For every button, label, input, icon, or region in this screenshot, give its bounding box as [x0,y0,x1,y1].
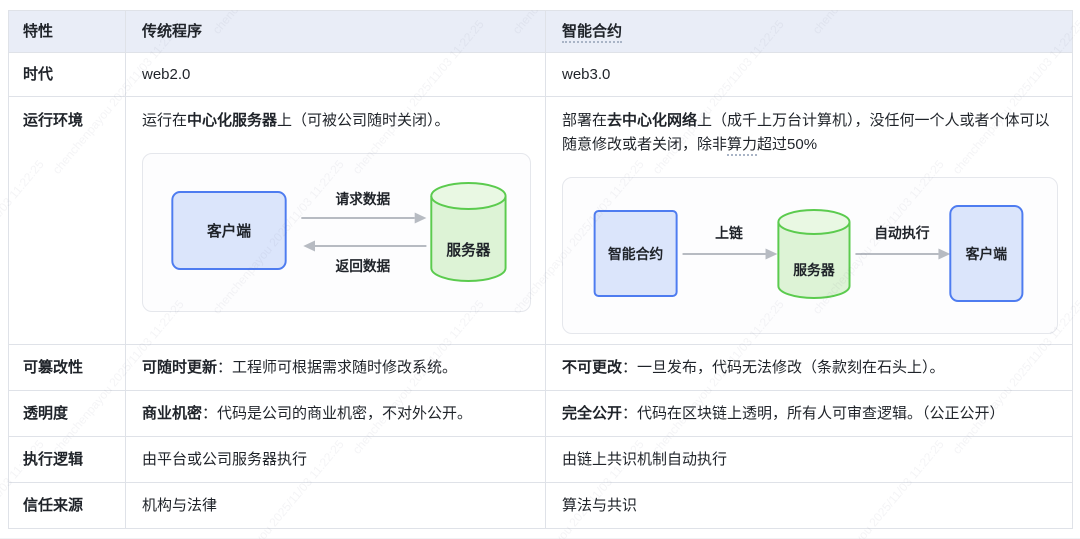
text: ：代码在区块链上透明，所有人可审查逻辑。（公正公开） [622,404,1005,422]
header-traditional: 传统程序 [125,10,546,53]
text: ：一旦发布，代码无法修改（条款刻在石头上）。 [622,358,945,376]
onchain-arrow-label: 上链 [715,225,743,241]
table-row: 执行逻辑 由平台或公司服务器执行 由链上共识机制自动执行 [8,436,1073,483]
row-label-transparency: 透明度 [8,390,126,437]
response-arrowhead-icon [303,240,315,252]
cell-era-traditional: web2.0 [125,52,546,97]
text: ：代码是公司的商业机密，不对外公开。 [202,404,473,422]
request-arrowhead-icon [414,212,427,224]
cell-execution-traditional: 由平台或公司服务器执行 [125,436,546,483]
client-node-label: 客户端 [965,246,1008,262]
table-row: 运行环境 运行在中心化服务器上（可被公司随时关闭）。 客户端 请求数据 返回数据 [8,96,1073,345]
smart-contract-node [593,210,678,297]
header-row: 特性 传统程序 智能合约 [8,10,1073,53]
server-cylinder-body [777,222,851,299]
table-row: 可篡改性 可随时更新：工程师可根据需求随时修改系统。 不可更改：一旦发布，代码无… [8,344,1073,391]
onchain-arrowhead-icon [765,248,778,260]
cell-environment-smart: 部署在去中心化网络上（成千上万台计算机），没任何一个人或者个体可以随意修改或者关… [545,96,1073,345]
bold-term: 去中心化网络 [607,112,698,129]
text: ：工程师可根据需求随时修改系统。 [217,358,458,376]
client-server-diagram: 客户端 请求数据 返回数据 服务器 [171,182,507,282]
document-page: 特性 传统程序 智能合约 时代 web2.0 web3.0 运行环境 运行在中心… [0,10,1080,539]
cell-transparency-traditional: 商业机密：代码是公司的商业机密，不对外公开。 [125,390,546,437]
server-node-label: 服务器 [446,241,491,259]
client-node [171,191,287,270]
row-label-mutability: 可篡改性 [8,344,126,391]
row-label-era: 时代 [8,52,126,97]
cell-execution-smart: 由链上共识机制自动执行 [545,436,1073,483]
server-cylinder-top [430,182,507,210]
bold-term: 可随时更新 [142,358,218,376]
cell-environment-traditional: 运行在中心化服务器上（可被公司随时关闭）。 客户端 请求数据 返回数据 服 [125,96,546,345]
client-node-label: 客户端 [207,222,251,240]
smart-contract-node-label: 智能合约 [608,246,663,262]
table-row: 透明度 商业机密：代码是公司的商业机密，不对外公开。 完全公开：代码在区块链上透… [8,390,1073,437]
client-node [949,205,1024,302]
hashrate-term[interactable]: 算力 [727,136,758,156]
cell-transparency-smart: 完全公开：代码在区块链上透明，所有人可审查逻辑。（公正公开） [545,390,1073,437]
cell-mutability-traditional: 可随时更新：工程师可根据需求随时修改系统。 [125,344,546,391]
text: 部署在 [562,112,608,129]
bold-term: 不可更改 [562,358,623,376]
smart-contract-diagram-panel: 智能合约 上链 服务器 自动执行 客户端 [562,177,1058,334]
cell-era-smart: web3.0 [545,52,1073,97]
text: 超过50% [757,136,818,153]
row-label-trust: 信任来源 [8,482,126,529]
bold-term: 商业机密 [142,404,203,422]
smart-contract-flow-diagram: 智能合约 上链 服务器 自动执行 客户端 [593,205,1024,302]
request-arrow-label: 请求数据 [336,191,391,207]
text: 上（成千上万台计算机），没任何一个人或者个体可以随意修改或者关闭，除非 [562,112,1050,153]
table-row: 信任来源 机构与法律 算法与共识 [8,482,1073,529]
header-feature: 特性 [8,10,126,53]
autoexec-arrow-label: 自动执行 [874,225,929,241]
table-row: 时代 web2.0 web3.0 [8,52,1073,97]
bold-term: 完全公开 [562,404,623,422]
traditional-diagram-panel: 客户端 请求数据 返回数据 服务器 [142,153,531,312]
bold-term: 中心化服务器 [187,112,278,129]
environment-traditional-text: 运行在中心化服务器上（可被公司随时关闭）。 [142,109,529,133]
response-arrow-label: 返回数据 [336,258,391,274]
row-label-environment: 运行环境 [8,96,126,345]
smart-contract-term[interactable]: 智能合约 [562,22,623,43]
row-label-execution: 执行逻辑 [8,436,126,483]
cell-trust-smart: 算法与共识 [545,482,1073,529]
header-smart: 智能合约 [545,10,1073,53]
cell-mutability-smart: 不可更改：一旦发布，代码无法修改（条款刻在石头上）。 [545,344,1073,391]
comparison-table: 特性 传统程序 智能合约 时代 web2.0 web3.0 运行环境 运行在中心… [8,10,1073,529]
environment-smart-text: 部署在去中心化网络上（成千上万台计算机），没任何一个人或者个体可以随意修改或者关… [562,109,1056,157]
autoexec-arrowhead-icon [938,248,951,260]
text: 上（可被公司随时关闭）。 [277,112,450,129]
server-cylinder-top [777,209,851,235]
text: 运行在 [142,112,188,129]
server-cylinder-body [430,196,507,282]
server-node-label: 服务器 [793,262,836,278]
cell-trust-traditional: 机构与法律 [125,482,546,529]
